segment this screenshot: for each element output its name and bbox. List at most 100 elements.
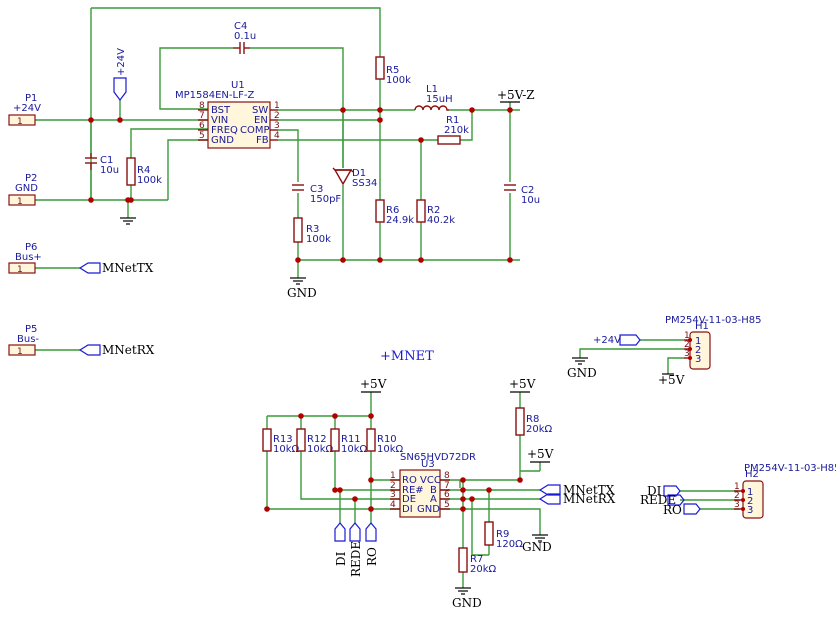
gnd-symbol-r7: GND <box>452 587 482 610</box>
u3-pin-name: A <box>430 494 437 505</box>
gnd-label: GND <box>287 286 317 300</box>
r6-value: 24.9k <box>386 215 414 226</box>
plus5z-label: +5V-Z <box>497 88 535 102</box>
section-title: +MNET <box>380 349 434 364</box>
r1-value: 210k <box>444 125 469 136</box>
u3-pin-num: 3 <box>390 490 396 500</box>
r4-resistor[interactable]: R4 100k <box>126 157 162 186</box>
mnetrx-label: MNetRX <box>102 343 155 357</box>
c2-ref: C2 <box>521 185 534 196</box>
r4-ref: R4 <box>137 165 150 176</box>
l1-inductor[interactable]: L1 15uH <box>414 84 453 111</box>
r7-resistor[interactable]: R7 20kΩ <box>458 547 497 575</box>
p5-pin: 1 <box>17 347 23 357</box>
r11-resistor[interactable]: R11 10kΩ <box>330 428 368 455</box>
u3-pin-name: DI <box>402 504 413 515</box>
u3-pin-num: 5 <box>444 500 450 510</box>
p6-connector[interactable]: 1 P6 Bus+ <box>8 242 42 275</box>
r6-resistor[interactable]: R6 24.9k <box>375 199 414 226</box>
u1-pin-name: GND <box>211 135 234 146</box>
l1-ref: L1 <box>426 84 438 95</box>
r13-resistor[interactable]: R13 10kΩ <box>262 428 300 455</box>
r12-resistor[interactable]: R12 10kΩ <box>296 428 334 455</box>
power-plus24-flag: +24V <box>113 48 127 101</box>
power-plus5-h1: +5V <box>658 373 685 387</box>
mnetrx-label: MNetRX <box>563 492 616 506</box>
h2-ref: H2 <box>745 469 759 480</box>
h1-pin: 2 <box>684 340 690 350</box>
h2-pin-name: 3 <box>747 505 753 516</box>
u1-pin-name: COMP <box>240 125 270 136</box>
u3-pin-num: 1 <box>390 471 396 481</box>
plus5-label: +5V <box>658 373 685 387</box>
h2-pin-name: 1 <box>747 487 753 498</box>
r1-resistor[interactable]: R1 210k <box>437 115 469 145</box>
h1-pin-name: 3 <box>695 354 701 365</box>
r8-value: 20kΩ <box>526 424 553 435</box>
r5-value: 100k <box>386 75 411 86</box>
h2-header[interactable]: H2 PM254V-11-03-H85 1 2 3 1 2 3 <box>734 463 836 519</box>
r7-ref: R7 <box>470 554 483 565</box>
u1-pin-num: 7 <box>199 111 205 121</box>
net-flag-di-h2: DI <box>647 484 681 498</box>
power-plus5-r8: +5V <box>509 377 536 393</box>
gnd-symbol-left <box>120 217 136 225</box>
r11-ref: R11 <box>341 434 361 445</box>
h1-header[interactable]: H1 PM254V-11-03-H85 1 2 3 1 2 3 <box>665 315 762 370</box>
r13-value: 10kΩ <box>273 444 300 455</box>
c1-ref: C1 <box>100 155 113 166</box>
c4-capacitor[interactable]: C4 0.1u <box>233 21 256 54</box>
plus24-label: +24V <box>593 335 621 346</box>
net-flag-ro-vertical: RO <box>365 522 379 566</box>
p1-connector[interactable]: 1 P1 +24V <box>8 93 41 127</box>
r5-resistor[interactable]: R5 100k <box>375 56 411 86</box>
c1-capacitor[interactable]: C1 10u <box>85 153 119 176</box>
p5-connector[interactable]: 1 P5 Bus- <box>8 324 39 357</box>
c2-capacitor[interactable]: C2 10u <box>504 184 540 206</box>
r11-value: 10kΩ <box>341 444 368 455</box>
r8-resistor[interactable]: R8 20kΩ <box>515 407 553 436</box>
u1-pin-num: 5 <box>199 131 205 141</box>
r4-value: 100k <box>137 175 162 186</box>
junction-dots <box>88 107 523 512</box>
p2-pin: 1 <box>17 197 23 207</box>
u3-pin-name: RO <box>402 475 417 486</box>
u1-regulator[interactable]: U1 MP1584EN-LF-Z 8 7 6 5 BST VIN FREQ GN… <box>175 80 280 149</box>
u1-pin-num: 3 <box>274 121 280 131</box>
r3-resistor[interactable]: R3 100k <box>293 217 331 245</box>
u3-pin-num: 2 <box>390 481 396 491</box>
h1-pin-name: 2 <box>695 345 701 356</box>
plus5-label: +5V <box>509 377 536 391</box>
h2-pin-name: 2 <box>747 496 753 507</box>
net-flag-mnettx-left: MNetTX <box>78 261 154 275</box>
r12-ref: R12 <box>307 434 327 445</box>
c3-capacitor[interactable]: C3 150pF <box>292 184 341 205</box>
d1-diode[interactable]: D1 SS34 <box>332 167 377 189</box>
r2-resistor[interactable]: R2 40.2k <box>416 199 455 226</box>
p2-ref: P2 <box>25 173 37 184</box>
r9-resistor[interactable]: R9 120Ω <box>484 521 523 550</box>
c1-value: 10u <box>100 165 119 176</box>
u1-pin-name: SW <box>252 105 268 116</box>
ro-label: RO <box>365 547 379 566</box>
r10-value: 10kΩ <box>377 444 404 455</box>
h2-pin: 3 <box>734 500 740 510</box>
c4-value: 0.1u <box>234 31 256 42</box>
h1-pin: 1 <box>684 331 690 341</box>
d1-value: SS34 <box>352 178 377 189</box>
u1-pin-name: BST <box>211 105 231 116</box>
u1-pin-name: VIN <box>211 115 228 126</box>
c2-value: 10u <box>521 195 540 206</box>
u1-pin-num: 8 <box>199 101 205 111</box>
power-plus5z: +5V-Z <box>497 88 535 103</box>
r10-resistor[interactable]: R10 10kΩ <box>366 428 404 455</box>
u3-transceiver[interactable]: U3 SN65HVD72DR 1 2 3 4 RO RE# DE DI 8 7 … <box>390 452 476 518</box>
u1-pin-num: 1 <box>274 101 280 111</box>
u3-pin-num: 8 <box>444 471 450 481</box>
p2-connector[interactable]: 1 P2 GND <box>8 173 38 207</box>
u3-pin-num: 7 <box>444 481 450 491</box>
power-plus5-top: +5V <box>360 377 387 393</box>
net-flag-plus24-h1: +24V <box>593 334 641 346</box>
u3-pin-name: RE# <box>402 485 424 496</box>
r3-value: 100k <box>306 234 331 245</box>
